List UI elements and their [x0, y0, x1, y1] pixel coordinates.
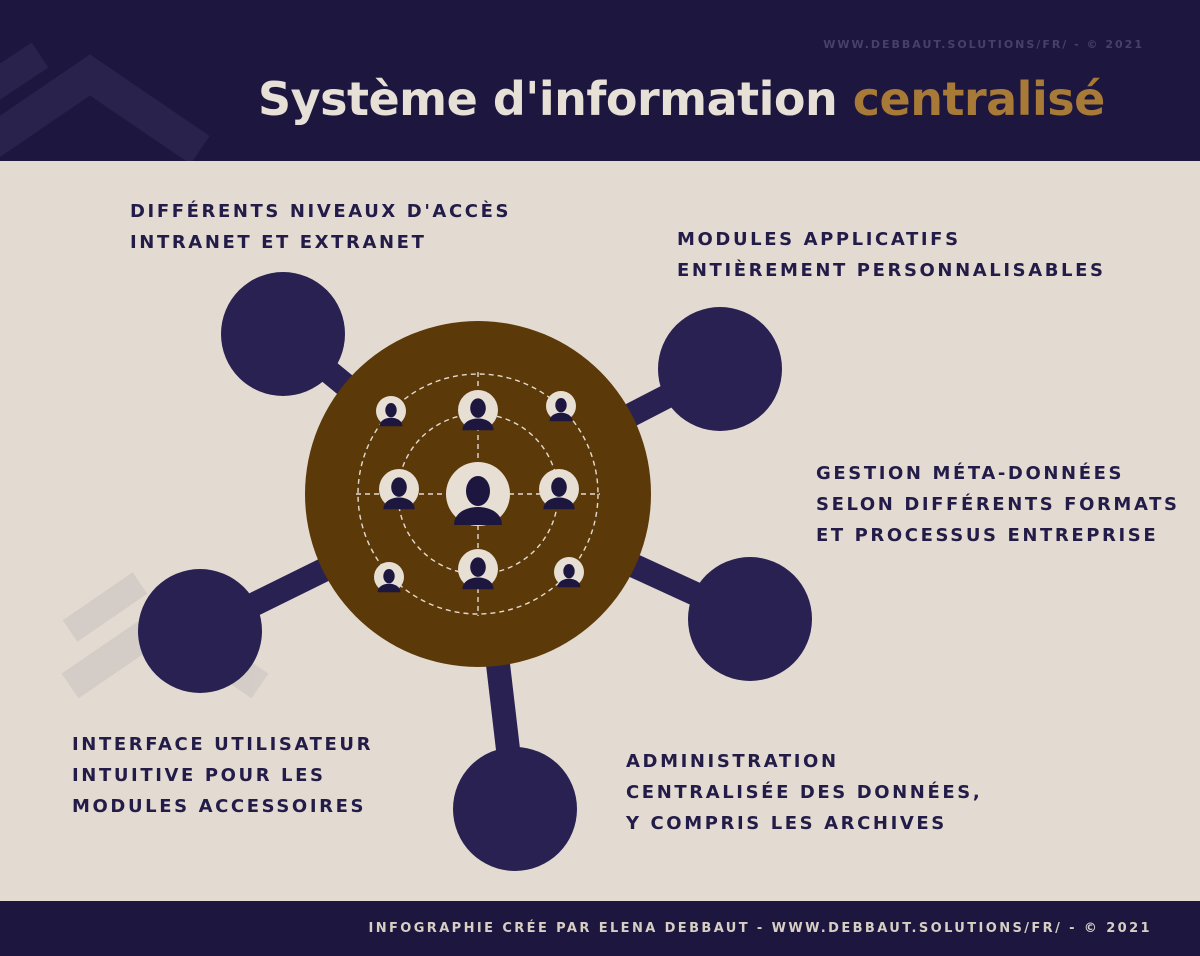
diagram-area: DIFFÉRENTS NIVEAUX D'ACCÈS INTRANET ET E…	[0, 161, 1200, 901]
header-url: WWW.DEBBAUT.SOLUTIONS/FR/ - © 2021	[823, 38, 1144, 51]
user-avatar-icon	[539, 469, 579, 510]
chevron-deco-icon	[0, 42, 210, 161]
footer-credit: INFOGRAPHIE CRÉE PAR ELENA DEBBAUT - WWW…	[368, 921, 1152, 936]
label-metadata: GESTION MÉTA-DONNÉES SELON DIFFÉRENTS FO…	[816, 463, 1180, 546]
label-administration: ADMINISTRATION CENTRALISÉE DES DONNÉES, …	[626, 751, 983, 834]
user-avatar-icon	[458, 549, 498, 590]
label-interface: INTERFACE UTILISATEUR INTUITIVE POUR LES…	[72, 734, 374, 817]
user-avatar-icon	[446, 462, 510, 526]
footer-bar: INFOGRAPHIE CRÉE PAR ELENA DEBBAUT - WWW…	[0, 901, 1200, 956]
hub-diagram	[61, 272, 812, 871]
user-avatar-icon	[379, 469, 419, 510]
node-access	[221, 272, 345, 396]
title-main: Système d'information	[258, 72, 853, 126]
node-interface	[138, 569, 262, 693]
page-title: Système d'information centralisé	[258, 72, 1105, 126]
node-modules	[658, 307, 782, 431]
title-accent: centralisé	[852, 72, 1106, 126]
header-banner: WWW.DEBBAUT.SOLUTIONS/FR/ - © 2021 Systè…	[0, 0, 1200, 161]
user-avatar-icon	[374, 562, 404, 593]
node-metadata	[688, 557, 812, 681]
label-modules: MODULES APPLICATIFS ENTIÈREMENT PERSONNA…	[677, 229, 1106, 281]
node-administration	[453, 747, 577, 871]
user-avatar-icon	[376, 396, 406, 427]
user-avatar-icon	[458, 390, 498, 431]
user-avatar-icon	[554, 557, 584, 588]
label-access: DIFFÉRENTS NIVEAUX D'ACCÈS INTRANET ET E…	[130, 201, 512, 253]
user-avatar-icon	[546, 391, 576, 422]
